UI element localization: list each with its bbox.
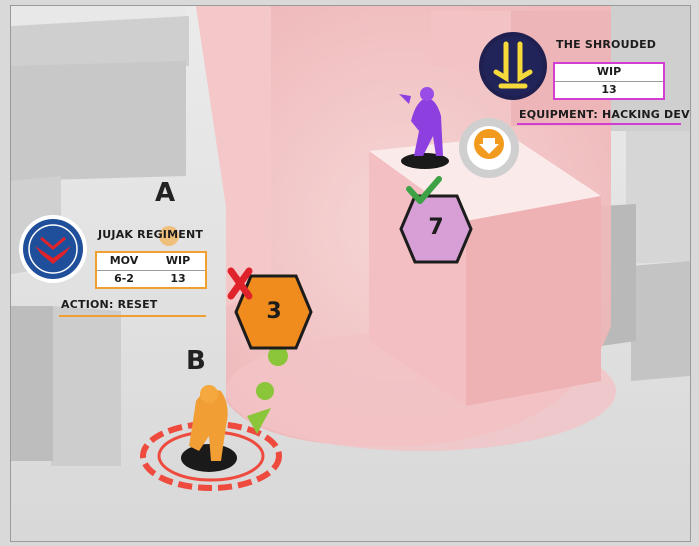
stat-header-wip: WIP bbox=[151, 253, 205, 271]
jujak-action: ACTION: RESET bbox=[61, 298, 158, 311]
shrouded-name: THE SHROUDED bbox=[556, 38, 656, 51]
path-node[interactable] bbox=[256, 382, 274, 400]
stat-header-mov: MOV bbox=[97, 253, 151, 271]
shrouded-equipment: EQUIPMENT: HACKING DEVICE bbox=[519, 108, 691, 121]
jujak-name: JUJAK REGIMENT bbox=[98, 228, 203, 241]
stat-value-wip: 13 bbox=[151, 271, 205, 288]
raised-block-side bbox=[466, 196, 601, 406]
wall-block bbox=[11, 306, 53, 461]
stat-value-wip: 13 bbox=[555, 82, 663, 99]
wall-block bbox=[631, 261, 690, 381]
wall-block bbox=[11, 61, 186, 181]
stat-value-mov: 6-2 bbox=[97, 271, 151, 288]
jujak-emblem-icon bbox=[19, 215, 87, 283]
game-viewport: A B JUJAK REGIMENT MOV WIP 6-2 13 ACTION… bbox=[10, 5, 691, 542]
stat-header-wip: WIP bbox=[555, 64, 663, 82]
orange-roll-value: 3 bbox=[249, 299, 299, 324]
prone-token-icon[interactable] bbox=[459, 118, 519, 178]
shrouded-stat-box: WIP 13 bbox=[553, 62, 665, 100]
marker-a: A bbox=[155, 178, 175, 208]
jujak-stat-box: MOV WIP 6-2 13 bbox=[95, 251, 207, 289]
wall-block bbox=[51, 306, 121, 466]
marker-b: B bbox=[186, 346, 206, 376]
shrouded-emblem-icon bbox=[479, 32, 547, 100]
purple-roll-value: 7 bbox=[411, 215, 461, 240]
